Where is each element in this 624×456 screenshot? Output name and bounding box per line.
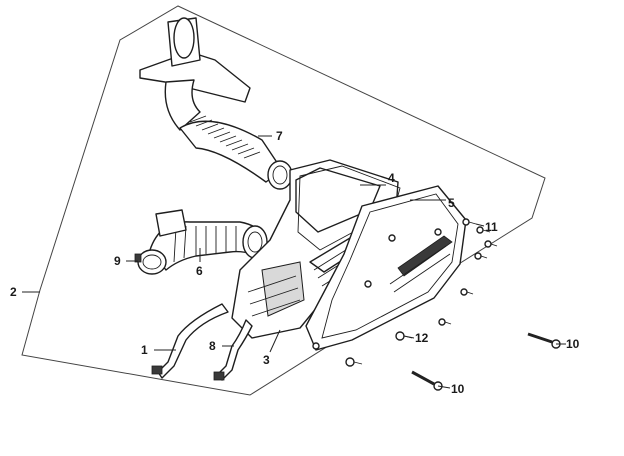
hose-clamp (134, 249, 167, 275)
screws-11 (438, 218, 498, 326)
part-number-label: 7 (276, 129, 283, 143)
part-number-label: 8 (209, 339, 216, 353)
screws-12 (345, 331, 413, 367)
part-number-label: 5 (448, 196, 455, 210)
intake-duct-upper (139, 17, 293, 190)
assembly-boundary (21, 5, 546, 396)
part-number-label: 4 (388, 171, 395, 185)
airbox-cover (305, 185, 467, 351)
breather-tube (213, 319, 253, 381)
part-number-label: 1 (141, 343, 148, 357)
part-number-label: 10 (451, 382, 465, 396)
part-number-label: 2 (10, 285, 17, 299)
drain-hose (151, 303, 229, 379)
leader-lines (22, 135, 566, 389)
bolt-10-lower (411, 370, 443, 391)
part-number-label: 9 (114, 254, 121, 268)
part-number-label: 11 (485, 220, 498, 234)
part-number-label: 3 (263, 353, 270, 367)
part-number-label: 10 (566, 337, 580, 351)
part-number-label: 12 (415, 331, 429, 345)
bolt-10-right (527, 332, 561, 349)
part-number-label: 6 (196, 264, 203, 278)
